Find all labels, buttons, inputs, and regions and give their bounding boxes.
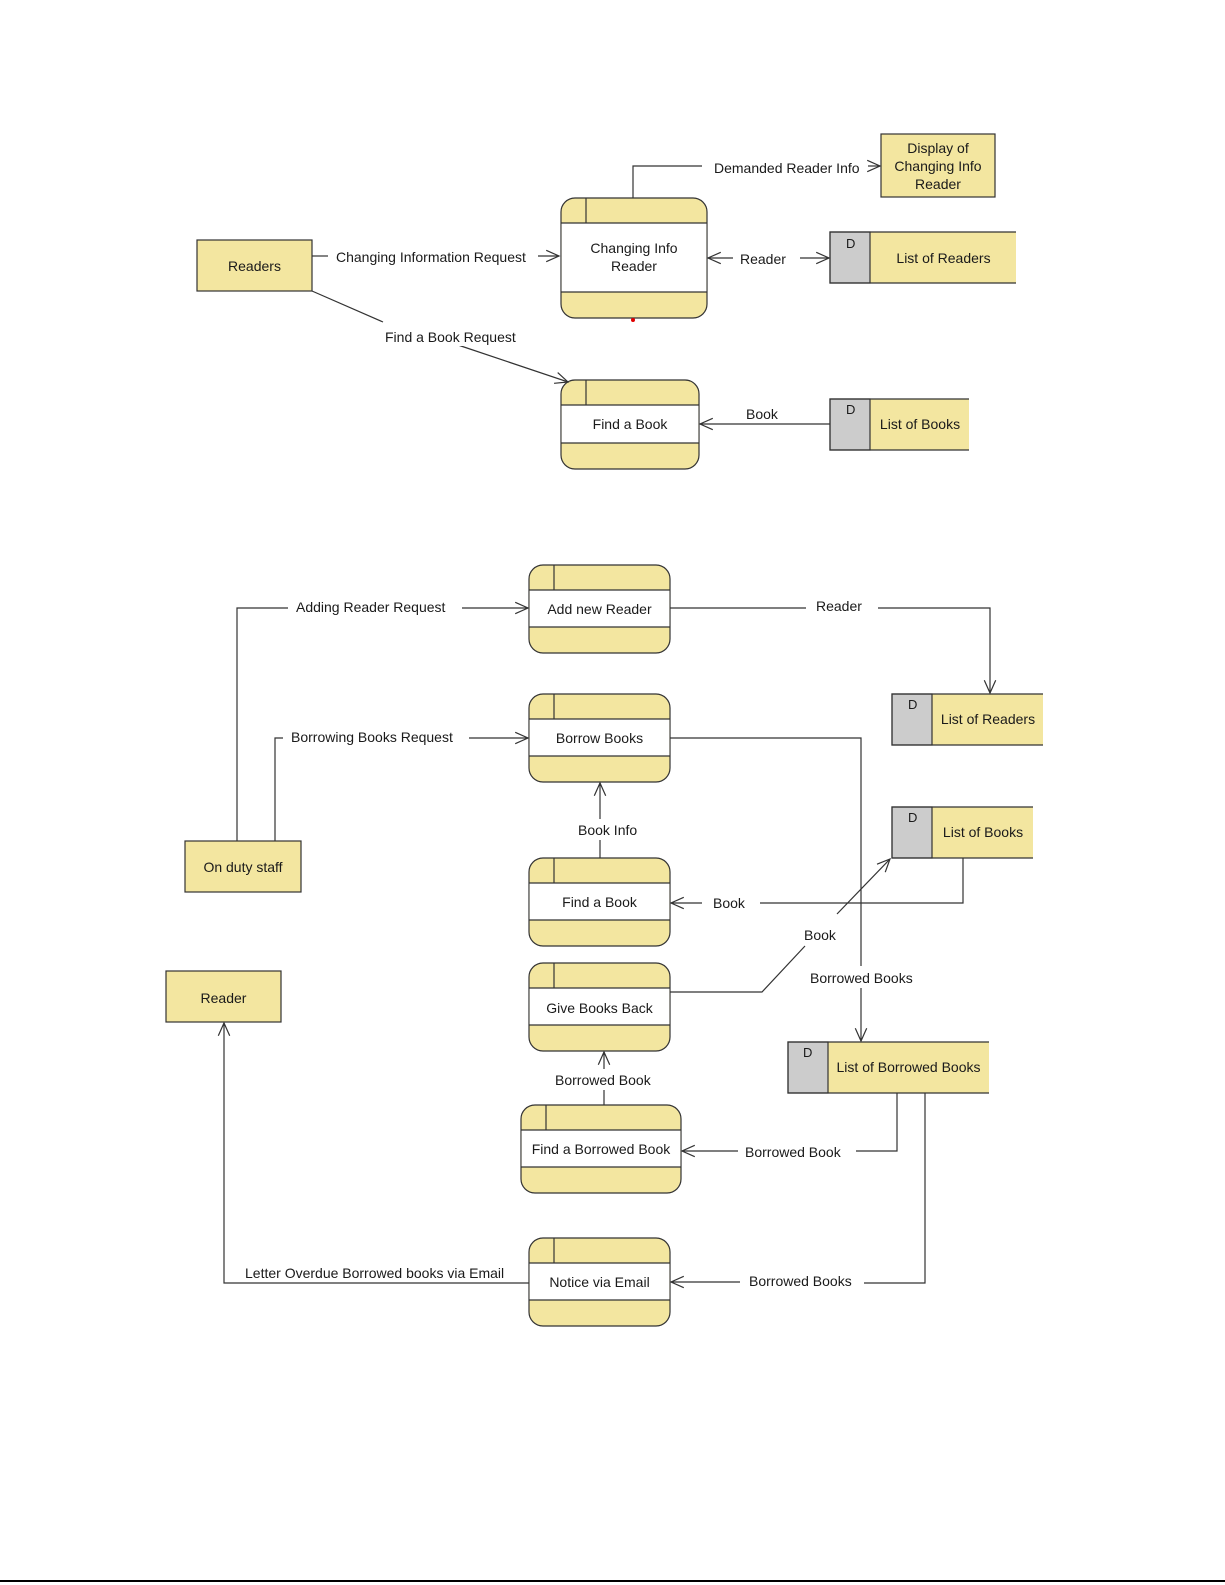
- store-borrowed-box-outline: [787, 1041, 989, 1094]
- flow-label-borrowed-book: Borrowed Book: [741, 1143, 845, 1161]
- entity-display-changing-info-reader[interactable]: Display of Changing Info Reader: [894, 140, 982, 192]
- entity-display-box: [880, 133, 996, 198]
- flow-label-book: Book: [800, 926, 840, 944]
- flow-label-letter-overdue-borrowed-books-via-email: Letter Overdue Borrowed books via Email: [241, 1264, 509, 1282]
- flow-label-borrowed-books: Borrowed Books: [745, 1272, 856, 1290]
- process-give-books-back[interactable]: Give Books Back: [546, 1000, 653, 1016]
- process-changing-info-box-body: [561, 223, 707, 292]
- flow-label-adding-reader-request: Adding Reader Request: [292, 598, 450, 616]
- flow-line-borrowed-books-2: [864, 1093, 926, 1284]
- flow-label-book: Book: [709, 894, 749, 912]
- flow-arrow-reader-arrowhead: [706, 251, 722, 265]
- process-notice-box-body: [529, 1263, 670, 1300]
- store-id-letter: D: [908, 697, 918, 712]
- flow-arrow-demanded-reader-info-arrowhead: [866, 159, 882, 173]
- flow-arrow-book-3: [836, 858, 891, 915]
- process-find-a-book[interactable]: Find a Book: [592, 416, 668, 432]
- entity-reader[interactable]: Reader: [200, 990, 247, 1006]
- page-bottom-rule: [0, 1580, 1225, 1582]
- flow-label-book-info: Book Info: [574, 821, 642, 839]
- store-id-letter: D: [803, 1045, 813, 1060]
- flow-arrow-reader-store-arrowhead: [815, 251, 831, 265]
- flow-label-book: Book: [742, 405, 782, 423]
- flow-label-reader: Reader: [736, 250, 790, 268]
- flow-line-borrowed-books-1: [670, 737, 862, 966]
- process-notice-via-email[interactable]: Notice via Email: [549, 1274, 650, 1290]
- flow-line-demanded-reader-info: [632, 165, 702, 198]
- flow-arrow-borrowed-book-2-arrowhead: [680, 1144, 696, 1158]
- flow-line-borrowed-book-2: [856, 1093, 898, 1152]
- flow-arrow-reader-2-arrowhead: [983, 679, 997, 695]
- store-list-of-readers[interactable]: List of Readers: [896, 250, 991, 266]
- flow-arrow-letter-overdue-arrowhead: [217, 1021, 231, 1037]
- flow-arrow-book-arrowhead: [698, 417, 714, 431]
- flow-label-borrowed-books: Borrowed Books: [806, 969, 917, 987]
- flow-arrow-book-2-arrowhead: [669, 896, 685, 910]
- store-list-of-borrowed-books[interactable]: List of Borrowed Books: [836, 1059, 981, 1075]
- flow-label-borrowed-book: Borrowed Book: [551, 1071, 655, 1089]
- flow-line-borrowing-request: [274, 737, 283, 841]
- flow-arrow-changing-info-request-arrowhead: [545, 249, 561, 263]
- flow-line-book-3: [670, 945, 806, 993]
- store-list-of-books[interactable]: List of Books: [879, 416, 961, 432]
- entity-reader-box: [165, 970, 282, 1023]
- entity-readers[interactable]: Readers: [228, 258, 281, 274]
- red-marker-dot: [631, 318, 635, 322]
- process-changing-info-reader[interactable]: Changing Info Reader: [590, 240, 678, 274]
- process-borrow-books[interactable]: Borrow Books: [555, 730, 644, 746]
- flow-arrow-book-info-arrowhead: [593, 781, 607, 797]
- store-list-of-books[interactable]: List of Books: [942, 824, 1024, 840]
- flow-arrow-find-book-request-arrowhead: [554, 372, 570, 384]
- flow-label-reader: Reader: [812, 597, 866, 615]
- flow-arrow-letter-overdue: [223, 1023, 529, 1284]
- entity-on-duty-staff[interactable]: On duty staff: [203, 859, 283, 875]
- process-give-back-box-body: [529, 988, 670, 1025]
- store-list-of-readers-box-outline: [829, 231, 1016, 284]
- entity-on-duty-box: [184, 840, 302, 893]
- flow-arrow-find-book-request: [457, 344, 569, 383]
- flow-arrow-reader-2: [878, 607, 991, 693]
- store-id-letter: D: [846, 402, 856, 417]
- flow-label-borrowing-books-request: Borrowing Books Request: [287, 728, 457, 746]
- flow-label-find-a-book-request: Find a Book Request: [381, 328, 520, 346]
- flow-arrow-borrowed-books-1-arrowhead: [854, 1027, 868, 1043]
- store-list-of-readers-2-box-outline: [891, 693, 1043, 746]
- process-find-a-book[interactable]: Find a Book: [562, 894, 637, 910]
- flow-line-book-2: [760, 858, 964, 904]
- process-add-new-reader[interactable]: Add new Reader: [547, 601, 652, 617]
- process-add-reader-box-body: [529, 590, 670, 627]
- flow-arrow-borrowed-books-2-arrowhead: [669, 1275, 685, 1289]
- store-list-of-readers[interactable]: List of Readers: [940, 711, 1036, 727]
- flow-label-changing-information-request: Changing Information Request: [332, 248, 530, 266]
- process-find-book-box-body: [561, 405, 699, 443]
- process-find-book-2-box-body: [529, 883, 670, 920]
- flow-arrow-borrowed-book-1-arrowhead: [597, 1050, 611, 1066]
- flow-line-adding-reader-request: [236, 607, 288, 841]
- flow-label-demanded-reader-info: Demanded Reader Info: [710, 159, 864, 177]
- process-find-borrowed-box-body: [521, 1130, 681, 1167]
- process-find-a-borrowed-book[interactable]: Find a Borrowed Book: [531, 1141, 671, 1157]
- store-list-of-readers-2-box-id-box: [891, 693, 933, 746]
- flow-arrow-book-3-arrowhead: [876, 857, 892, 873]
- entity-readers-box: [196, 239, 313, 292]
- flow-arrow-borrowing-request-arrowhead: [514, 731, 530, 745]
- store-id-letter: D: [908, 810, 918, 825]
- process-borrow-box-body: [529, 719, 670, 756]
- store-id-letter: D: [846, 236, 856, 251]
- flow-line-find-book-request: [311, 290, 384, 323]
- flow-arrow-adding-reader-request-arrowhead: [514, 601, 530, 615]
